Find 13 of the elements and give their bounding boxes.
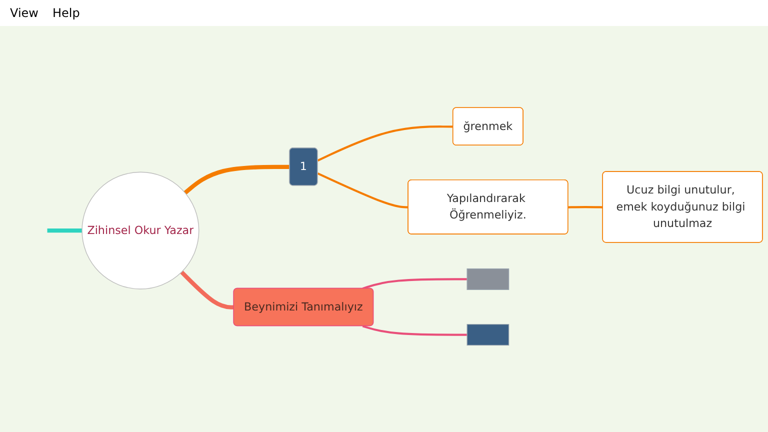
connector [568, 206, 603, 208]
connector [362, 278, 468, 290]
connector [362, 324, 468, 336]
node-circle: Zihinsel Okur Yazar [82, 171, 200, 289]
node-box [466, 268, 510, 290]
connector [47, 228, 82, 232]
node-box [466, 324, 510, 346]
connector [184, 164, 290, 194]
connector [317, 172, 408, 208]
menu-item: View [10, 6, 38, 20]
connector [317, 125, 454, 162]
menu-item: Help [52, 6, 80, 20]
connector [180, 270, 234, 310]
